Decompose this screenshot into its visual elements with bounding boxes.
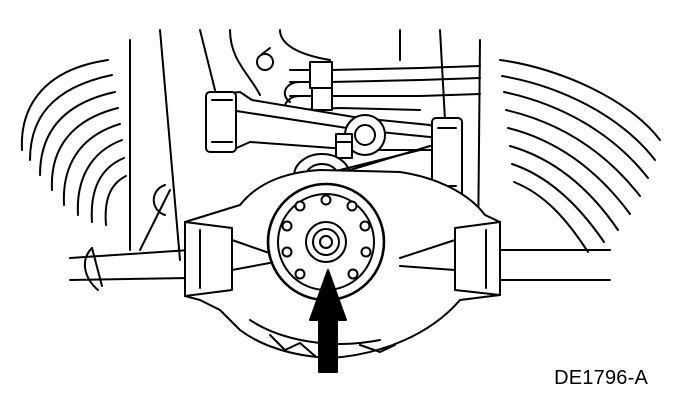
figure-id-label: DE1796-A [554, 367, 648, 389]
axle-tube-right [499, 249, 611, 281]
bolt-7 [281, 246, 293, 258]
bolt-9 [294, 200, 306, 212]
bolt-3 [359, 220, 371, 232]
cover-bolts [281, 194, 372, 280]
bolt-4 [360, 246, 372, 258]
bolt-1 [320, 194, 332, 206]
left-frame-ribs [20, 39, 131, 251]
right-frame-ribs [477, 39, 661, 253]
bolt-5 [347, 268, 359, 280]
bolt-6 [294, 268, 306, 280]
frame-structure [139, 29, 446, 261]
bolt-2 [346, 200, 358, 212]
axle-tube-left [69, 247, 191, 291]
bolt-8 [281, 220, 293, 232]
pinion-bushing [335, 114, 386, 159]
up-arrow-icon [309, 269, 347, 373]
